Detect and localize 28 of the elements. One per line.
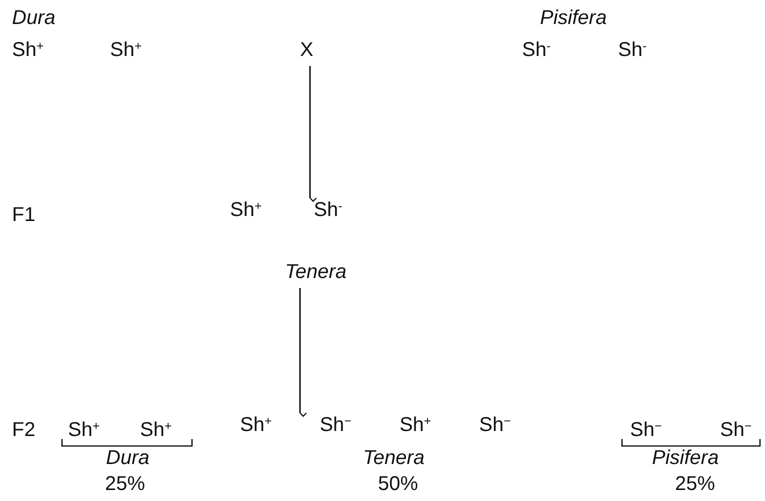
label-text: Dura xyxy=(106,448,150,468)
label-text: Sh$^{+}$ xyxy=(68,420,100,440)
label-text: 25% xyxy=(105,474,146,494)
arrow xyxy=(299,288,307,417)
label-text: 25% xyxy=(675,474,716,494)
genotype-text: Tenera xyxy=(285,262,347,282)
genotype-text: Sh$^{−}$ xyxy=(479,415,511,435)
label-text: Tenera xyxy=(363,448,425,468)
label-text: Sh$^{+}$ xyxy=(140,420,172,440)
label-text: Sh$^{+}$ xyxy=(110,40,142,60)
label-text: Sh$^{+}$ xyxy=(12,40,44,60)
label-text: F2 xyxy=(12,420,36,440)
genotype-text: Sh$^{+}$ xyxy=(240,415,272,435)
label-text: 50% xyxy=(378,474,418,494)
label-text: Pisifera xyxy=(652,448,719,468)
label-text: Pisifera xyxy=(540,8,607,28)
arrow xyxy=(309,66,317,202)
genotype-text: X xyxy=(300,40,314,60)
genotype-text: Sh$^{−}$ xyxy=(320,415,352,435)
label-text: Sh$^{-}$ xyxy=(618,40,647,60)
genotype-text: Sh$^{+}$ xyxy=(230,200,262,220)
genotype-text: Sh$^{+}$ xyxy=(399,415,432,435)
label-text: Sh$^{−}$ xyxy=(720,420,752,440)
label-text: Sh$^{-}$ xyxy=(522,40,551,60)
label-text: F1 xyxy=(12,205,36,225)
label-text: Sh$^{−}$ xyxy=(630,420,662,440)
genotype-text: Sh$^{-}$ xyxy=(314,200,342,220)
label-text: Dura xyxy=(12,8,56,28)
